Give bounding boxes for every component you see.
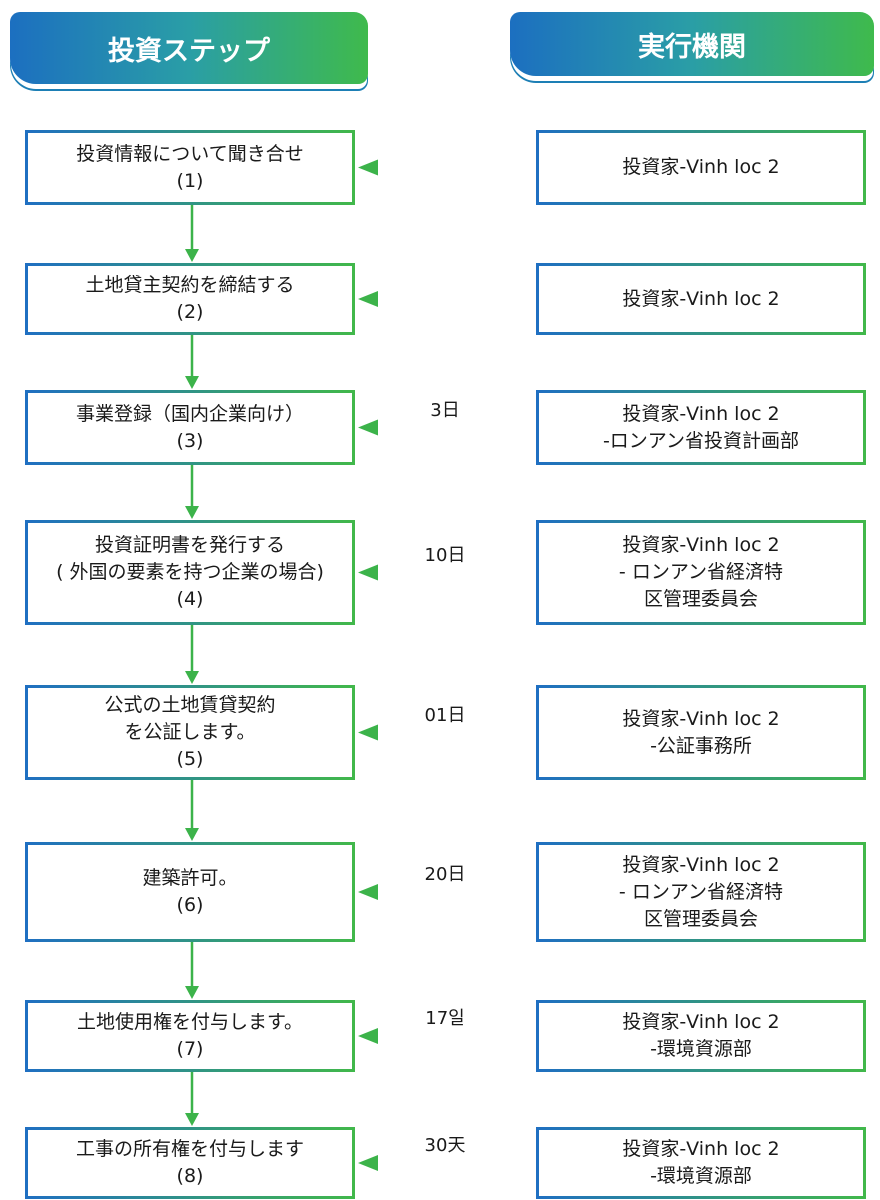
agency-box-1: 投資家-Vinh loc 2 <box>536 130 866 205</box>
agency-box-3: 投資家-Vinh loc 2 -ロンアン省投資計画部 <box>536 390 866 465</box>
agency-box-7: 投資家-Vinh loc 2 -環境資源部 <box>536 1000 866 1072</box>
duration-label-8: 30天 <box>424 1135 466 1156</box>
agency-box-6-text-line: 投資家-Vinh loc 2 <box>622 853 780 876</box>
arrowhead-left-7 <box>358 1028 378 1044</box>
arrowhead-left-4 <box>358 564 378 581</box>
step-box-2-text-line: 土地貸主契約を締結する <box>85 274 295 296</box>
step-box-7: 土地使用権を付与します。 (7) <box>25 1000 355 1072</box>
agency-box-4-text-line: 区管理委員会 <box>643 588 758 610</box>
header-left-title: 投資ステップ <box>108 35 270 67</box>
agency-box-4: 投資家-Vinh loc 2 - ロンアン省経済特区管理委員会 <box>536 520 866 625</box>
step-box-7-text-line: 土地使用権を付与します。 <box>76 1011 304 1033</box>
step-box-4-text-line: 投資証明書を発行する <box>94 534 285 556</box>
arrowhead-down-4 <box>185 671 199 684</box>
step-box-8-text-line: 工事の所有権を付与します <box>75 1138 304 1160</box>
agency-box-1-text-line: 投資家-Vinh loc 2 <box>622 156 780 178</box>
duration-label-3: 3日 <box>430 399 460 421</box>
step-box-2: 土地貸主契約を締結する (2) <box>25 263 355 335</box>
arrowhead-down-6 <box>185 986 199 999</box>
agency-box-4-text-line: 投資家-Vinh loc 2 <box>622 534 780 556</box>
arrowhead-left-3 <box>358 419 378 436</box>
agency-box-5: 投資家-Vinh loc 2 -公証事務所 <box>536 685 866 780</box>
step-box-4-text-line: (4) <box>176 588 204 610</box>
arrowhead-left-5 <box>358 724 378 741</box>
agency-box-5-text-line: -公証事務所 <box>650 734 752 757</box>
step-box-5-text-line: 公式の土地賃貸契約 <box>104 694 276 716</box>
agency-box-3-text-line: -ロンアン省投資計画部 <box>602 429 800 452</box>
duration-label-6: 20日 <box>424 864 466 885</box>
agency-box-8-text-line: 投資家-Vinh loc 2 <box>622 1138 780 1160</box>
arrowhead-left-6 <box>358 884 378 900</box>
agency-box-5-text-line: 投資家-Vinh loc 2 <box>622 707 780 730</box>
agency-box-7-text-line: -環境資源部 <box>650 1038 752 1060</box>
step-box-6-text-line: (6) <box>176 894 204 916</box>
step-box-1-text-line: 投資情報について聞き合せ <box>76 142 304 165</box>
step-box-1: 投資情報について聞き合せ (1) <box>25 130 355 205</box>
step-box-4-text-line: ( 外国の要素を持つ企業の場合) <box>56 561 324 583</box>
agency-box-3-text-line: 投資家-Vinh loc 2 <box>622 402 780 425</box>
step-box-4: 投資証明書を発行する ( 外国の要素を持つ企業の場合) (4) <box>25 520 355 625</box>
step-box-6: 建築許可。 (6) <box>25 842 355 942</box>
step-box-5: 公式の土地賃貸契約を公証します。 (5) <box>25 685 355 780</box>
agency-box-6-text-line: 区管理委員会 <box>643 907 758 930</box>
step-box-8: 工事の所有権を付与します (8) <box>25 1127 355 1199</box>
duration-label-7: 17일 <box>425 1008 465 1029</box>
step-box-5-text-line: を公証します。 <box>124 721 256 743</box>
agency-box-4-text-line: - ロンアン省経済特 <box>618 561 784 583</box>
arrowhead-left-8 <box>358 1155 378 1171</box>
agency-box-6-text-line: - ロンアン省経済特 <box>618 880 784 903</box>
arrowhead-left-1 <box>358 159 378 176</box>
arrowhead-down-5 <box>185 828 199 841</box>
agency-box-8-text-line: -環境資源部 <box>650 1165 752 1187</box>
arrowhead-down-2 <box>185 376 199 389</box>
step-box-3-text-line: (3) <box>176 429 204 452</box>
step-box-8-text-line: (8) <box>176 1165 204 1187</box>
arrowhead-down-1 <box>185 249 199 262</box>
header-right-banner: 実行機関 <box>510 12 874 76</box>
agency-box-7-text-line: 投資家-Vinh loc 2 <box>622 1011 780 1033</box>
step-box-2-text-line: (2) <box>176 301 204 323</box>
duration-label-4: 10日 <box>424 544 466 566</box>
step-box-1-text-line: (1) <box>176 169 204 192</box>
step-box-5-text-line: (5) <box>176 748 204 770</box>
step-box-7-text-line: (7) <box>176 1038 204 1060</box>
arrowhead-down-3 <box>185 506 199 519</box>
agency-box-2-text-line: 投資家-Vinh loc 2 <box>622 287 780 310</box>
agency-box-6: 投資家-Vinh loc 2 - ロンアン省経済特区管理委員会 <box>536 842 866 942</box>
step-box-3: 事業登録（国内企業向け） (3) <box>25 390 355 465</box>
step-box-6-text-line: 建築許可。 <box>142 867 238 889</box>
header-left-banner: 投資ステップ <box>10 12 368 84</box>
agency-box-2: 投資家-Vinh loc 2 <box>536 263 866 335</box>
arrowhead-left-2 <box>358 291 378 307</box>
header-right-title: 実行機関 <box>638 31 746 63</box>
agency-box-8: 投資家-Vinh loc 2 -環境資源部 <box>536 1127 866 1199</box>
arrowhead-down-7 <box>185 1113 199 1126</box>
duration-label-5: 01日 <box>424 704 466 726</box>
step-box-3-text-line: 事業登録（国内企業向け） <box>75 402 304 425</box>
